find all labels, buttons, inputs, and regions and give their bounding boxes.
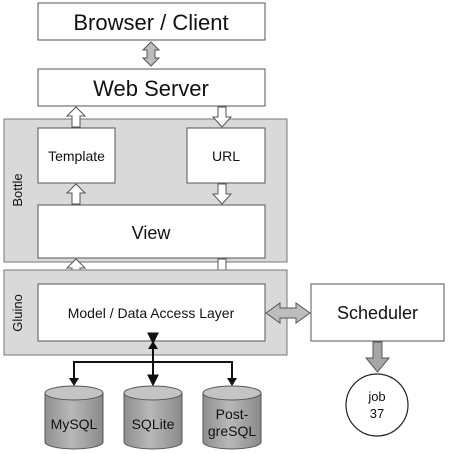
job-label-line1: job [367, 389, 385, 404]
scheduler-box [310, 283, 445, 342]
bottle-label: Bottle [10, 173, 25, 206]
postgres-label-line2: greSQL [208, 423, 256, 439]
mysql-label: MySQL [51, 416, 98, 432]
template-to-webserver-arrow [65, 106, 87, 128]
sqlite-label: SQLite [132, 416, 175, 432]
browser-client-box [37, 2, 266, 41]
model-scheduler-arrow [265, 302, 311, 324]
browser-webserver-arrow [141, 41, 161, 67]
scheduler-label: Scheduler [337, 303, 418, 323]
job-label-line2: 37 [370, 406, 384, 421]
postgresql-database-icon [202, 385, 262, 450]
gluino-label: Gluino [10, 294, 25, 332]
model-dal-label: Model / Data Access Layer [68, 305, 235, 321]
scheduler-to-job-arrow [364, 341, 391, 373]
view-label: View [132, 223, 172, 243]
view-to-template-arrow [65, 183, 87, 205]
view-box [37, 204, 266, 259]
model-dal-box [37, 283, 266, 342]
template-box [37, 127, 116, 184]
url-label: URL [212, 148, 240, 164]
browser-client-label: Browser / Client [73, 10, 228, 35]
job-circle [345, 373, 409, 437]
url-box [186, 127, 266, 184]
web-server-label: Web Server [93, 76, 209, 101]
mysql-arrowhead [69, 378, 79, 386]
sqlite-database-icon [123, 385, 183, 450]
webserver-to-url-arrow [211, 106, 233, 128]
model-arrowhead [148, 341, 158, 349]
template-label: Template [48, 148, 105, 164]
postgres-arrowhead [227, 378, 237, 386]
web-server-box [37, 68, 266, 107]
postgres-label-line1: Post- [216, 406, 249, 422]
mysql-database-icon [44, 385, 104, 450]
url-to-view-arrow [211, 183, 233, 205]
